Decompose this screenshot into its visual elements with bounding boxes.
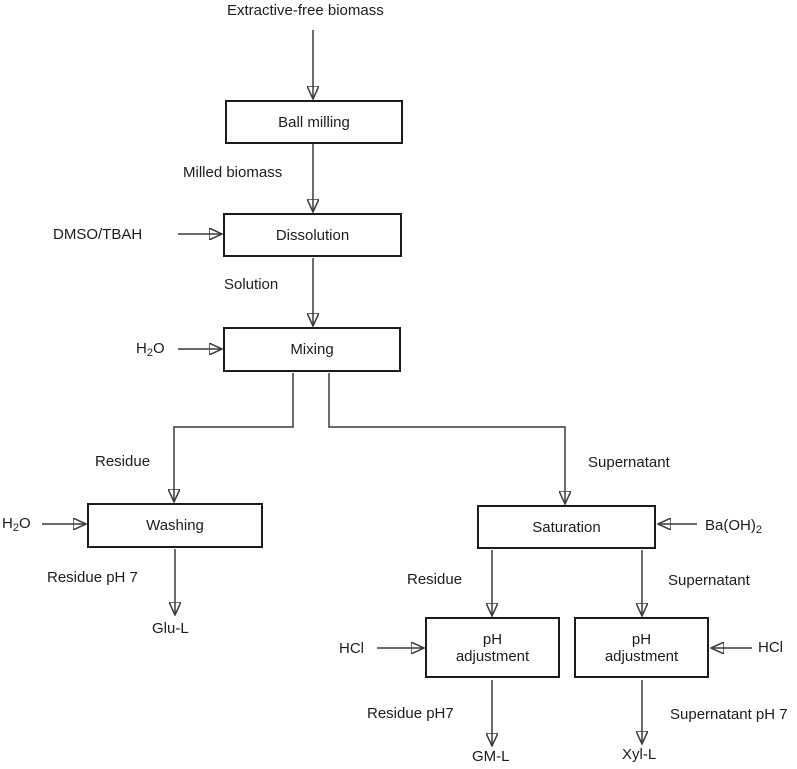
- process-box-label: Saturation: [532, 518, 601, 536]
- label-hcl-left: HCl: [339, 640, 364, 657]
- chem-subscript: 2: [12, 522, 19, 534]
- chem-base: H: [136, 340, 147, 357]
- process-box-ph-adjustment-residue: pH adjustment: [425, 617, 560, 678]
- label-h2o-mixing: H2O: [136, 340, 165, 362]
- chem-base: Ba(OH): [705, 517, 756, 534]
- label-extractive-free-biomass: Extractive-free biomass: [227, 2, 384, 19]
- label-h2o-washing: H2O: [2, 515, 31, 537]
- label-xyl-l: Xyl-L: [622, 746, 657, 763]
- label-supernatant-upper: Supernatant: [588, 454, 670, 471]
- process-box-label: Mixing: [290, 341, 334, 358]
- process-box-label: pH adjustment: [455, 630, 530, 665]
- edge-mixing-to-washing: [174, 373, 294, 501]
- label-solution: Solution: [224, 276, 279, 293]
- label-residue-upper: Residue: [95, 453, 151, 470]
- chem-subscript: 2: [755, 524, 762, 536]
- label-gm-l: GM-L: [472, 748, 510, 765]
- process-box-ball-milling: Ball milling: [225, 100, 403, 144]
- process-box-ph-adjustment-supernatant: pH adjustment: [574, 617, 709, 678]
- process-box-washing: Washing: [87, 503, 263, 548]
- chem-subscript: 2: [146, 347, 153, 359]
- label-dmso-tbah: DMSO/TBAH: [53, 226, 143, 243]
- process-box-label: Ball milling: [278, 113, 350, 131]
- chem-base: H: [2, 515, 13, 532]
- label-supernatant-lower: Supernatant: [668, 572, 750, 589]
- process-box-label: pH adjustment: [604, 630, 679, 665]
- process-box-label: Washing: [146, 517, 204, 534]
- chem-rest: O: [18, 515, 31, 532]
- label-residue-lower: Residue: [407, 571, 463, 588]
- chem-rest: O: [152, 340, 165, 357]
- label-glu-l: Glu-L: [152, 620, 189, 637]
- process-box-mixing: Mixing: [223, 327, 401, 372]
- label-hcl-right: HCl: [758, 639, 783, 656]
- label-ba-oh-2: Ba(OH)2: [705, 517, 762, 539]
- process-box-dissolution: Dissolution: [223, 213, 402, 257]
- edge-mixing-to-saturation: [328, 373, 565, 503]
- process-box-saturation: Saturation: [477, 505, 656, 549]
- label-supernatant-ph7-right: Supernatant pH 7: [670, 706, 788, 723]
- process-box-label: Dissolution: [275, 226, 350, 244]
- label-residue-ph7-left: Residue pH 7: [47, 569, 138, 586]
- label-residue-ph7-center: Residue pH7: [367, 705, 454, 722]
- label-milled-biomass: Milled biomass: [183, 164, 283, 181]
